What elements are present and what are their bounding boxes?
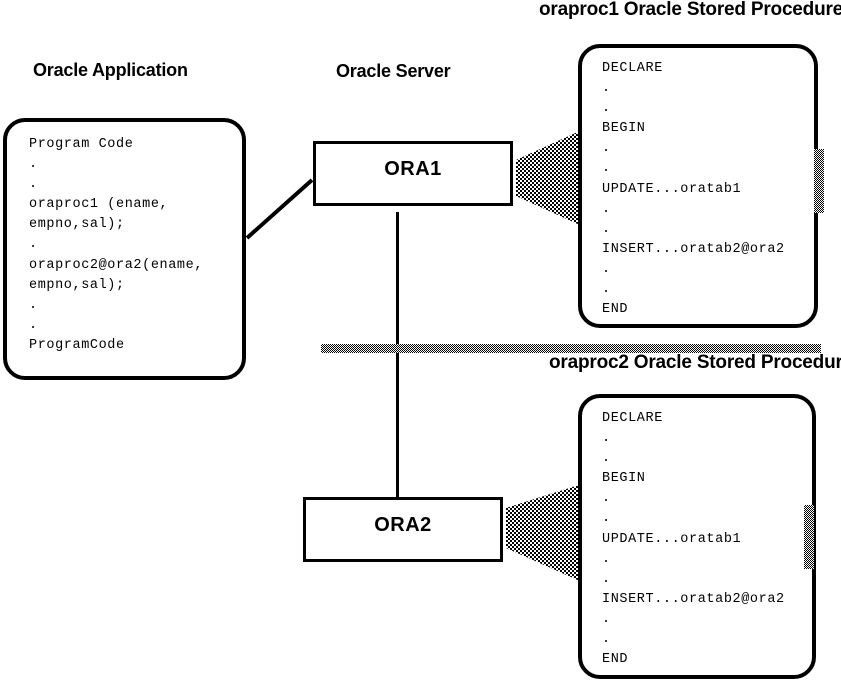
oraproc1-procedure-box: DECLARE . . BEGIN . . UPDATE...oratab1 .… [578, 44, 818, 328]
server-ora2-label: ORA2 [374, 514, 432, 536]
oraproc2-code: DECLARE . . BEGIN . . UPDATE...oratab1 .… [602, 411, 785, 668]
oracle-application-box: Program Code . . oraproc1 (ename, empno,… [3, 118, 246, 380]
connector-application-to-ora1 [245, 178, 314, 240]
server-box-ora1: ORA1 [313, 141, 824, 353]
dithered-wedge-icon [506, 484, 582, 582]
connector-ora2-to-oraproc2 [506, 484, 582, 582]
page-title-oracle-server: Oracle Server [336, 61, 451, 81]
connector-application-to-ora1-line [245, 178, 314, 240]
connector-ora1-to-oraproc1 [516, 130, 582, 226]
page-title-oraproc2: oraproc2 Oracle Stored Procedure [549, 352, 841, 373]
server-ora2-face: ORA2 [303, 497, 503, 562]
dithered-wedge-icon [516, 130, 582, 226]
oraproc2-procedure-box: DECLARE . . BEGIN . . UPDATE...oratab1 .… [578, 394, 816, 679]
server-box-ora2: ORA2 [303, 497, 814, 571]
server-ora1-face: ORA1 [313, 141, 513, 206]
oracle-application-code: Program Code . . oraproc1 (ename, empno,… [29, 137, 204, 353]
oraproc1-code: DECLARE . . BEGIN . . UPDATE...oratab1 .… [602, 61, 785, 318]
page-title-oraproc1: oraproc1 Oracle Stored Procedure [539, 0, 841, 20]
server-ora2-right-shadow [804, 505, 814, 569]
server-ora1-bottom-shadow [321, 344, 821, 353]
page-title-oracle-application: Oracle Application [33, 60, 188, 80]
connector-ora1-to-ora2 [396, 212, 399, 500]
server-ora1-label: ORA1 [384, 158, 442, 180]
server-ora1-right-shadow [814, 149, 824, 213]
